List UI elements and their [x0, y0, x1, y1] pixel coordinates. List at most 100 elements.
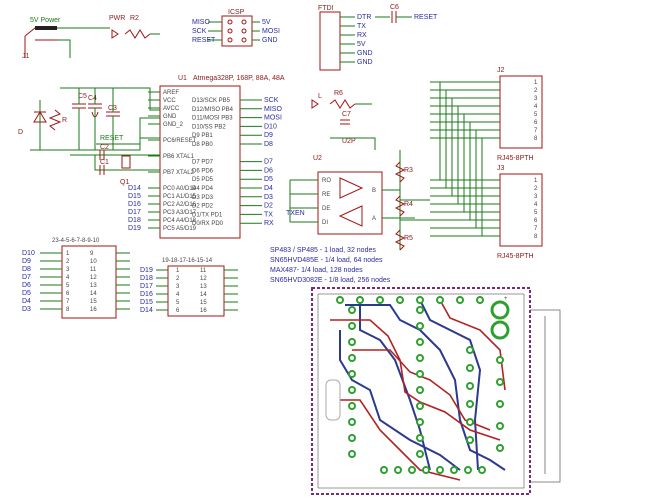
mcu-right-net: MOSI: [264, 115, 282, 122]
rj45-pin-num: 7: [534, 226, 538, 232]
pcb-pad: [422, 466, 430, 474]
pcb-pad: [416, 338, 424, 346]
mcu-left-pin: AREF: [163, 90, 179, 96]
header-a-pin-right: 13: [90, 283, 97, 289]
header-a-net: D5: [22, 290, 31, 297]
rj45-pin-num: 2: [534, 88, 538, 94]
pcb-pad: [408, 466, 416, 474]
q1-label: Q1: [120, 179, 129, 186]
mcu-left-pin: PC1 A1/D15: [163, 194, 197, 200]
pcb-pad: [466, 400, 474, 408]
mcu-right-pin: D8 PB0: [192, 142, 213, 148]
pcb-layout: +: [311, 287, 561, 495]
cap-c5: C5: [78, 93, 87, 100]
header-b-pin-right: 16: [200, 308, 207, 314]
header-a-pin-left: 2: [66, 259, 70, 265]
pcb-pad: [416, 354, 424, 362]
rs485-ro: RO: [322, 178, 331, 184]
mcu-left-pin: PC2 A2/D16: [163, 202, 197, 208]
pcb-pad: [348, 322, 356, 330]
pcb-pad: [348, 450, 356, 458]
rs485-a: A: [372, 216, 376, 222]
mcu-right-pin: D4 PD4: [192, 186, 214, 192]
pwr-led-label: PWR: [109, 15, 125, 22]
ftdi-header: FTDI DTR TX RX 5V GND GND C6 RESET: [318, 4, 438, 71]
mcu-right-pin: D5 PD5: [192, 177, 214, 183]
c6-label: C6: [390, 4, 399, 11]
header-a-pin-left: 8: [66, 307, 70, 313]
pcb-pad: [496, 444, 504, 452]
header-a-pin-right: 16: [90, 307, 97, 313]
header-b-pin-right: 13: [200, 284, 207, 290]
rj45-pin-num: 5: [534, 210, 538, 216]
mcu-right-net: SCK: [264, 97, 279, 104]
j3-name: RJ45-8PTH: [497, 253, 534, 260]
led-l-label: L: [318, 93, 322, 100]
header-a-pin-left: 5: [66, 283, 70, 289]
header-b-pin-left: 1: [176, 268, 180, 274]
note-2: SN65HVD485E - 1/4 load, 64 nodes: [270, 257, 383, 264]
rj45-pin-num: 4: [534, 104, 538, 110]
header-b-pin-left: 6: [176, 308, 180, 314]
ftdi-pin-4: 5V: [357, 41, 366, 48]
pcb-pad: [416, 306, 424, 314]
header-a-pin-left: 4: [66, 275, 70, 281]
power-label: 5V Power: [30, 17, 61, 24]
rj45-pin-num: 8: [534, 234, 538, 240]
mcu-left-pin: PC4 A4/D18: [163, 218, 197, 224]
header-b-net: D14: [140, 307, 153, 314]
diode-label: D: [18, 129, 23, 136]
mcu-left-pin: GND_2: [163, 122, 184, 128]
pcb-pad: [394, 466, 402, 474]
mcu-right-net: D4: [264, 185, 273, 192]
icsp-pin-r2: MOSI: [262, 28, 280, 35]
j2-name: RJ45-8PTH: [497, 155, 534, 162]
mcu-right-net: D6: [264, 167, 273, 174]
pcb-pad: [348, 354, 356, 362]
pcb-pad: [466, 346, 474, 354]
pcb-pad: [436, 296, 444, 304]
rj45-pin-num: 6: [534, 218, 538, 224]
rs485-transceiver: RO RE DE DI B A TXEN R3 R4 R5: [286, 150, 430, 251]
header-a-pin-left: 7: [66, 299, 70, 305]
header-a-net: D6: [22, 282, 31, 289]
header-a-net: D7: [22, 274, 31, 281]
pcb-pad: [416, 370, 424, 378]
pcb-pad: [348, 306, 356, 314]
mcu-right-net: D10: [264, 123, 277, 130]
rj45-pin-num: 1: [534, 80, 538, 86]
cap-c4: C4: [88, 95, 97, 102]
pcb-pad: [450, 466, 458, 474]
header-b-pin-right: 15: [200, 300, 207, 306]
cap-c1: C1: [100, 159, 109, 166]
mcu-right-pin: D12/MISO PB4: [192, 107, 234, 113]
mcu-right-net: D8: [264, 141, 273, 148]
pcb-pad: [496, 400, 504, 408]
pcb-pad: [376, 296, 384, 304]
ftdi-pin-2: TX: [357, 23, 366, 30]
u1-ref: U1: [178, 75, 187, 82]
header-a-pin-right: 9: [90, 251, 94, 257]
header-a-net: D10: [22, 250, 35, 257]
icsp-header: ICSP MISO SCK RESET 5V MOSI GND: [192, 9, 280, 47]
ftdi-ref: FTDI: [318, 5, 334, 12]
rs485-di: DI: [322, 220, 328, 226]
header-b-net: D18: [140, 275, 153, 282]
transceiver-notes: SP483 / SP485 - 1 load, 32 nodes SN65HVD…: [270, 247, 391, 284]
pcb-pad: [348, 402, 356, 410]
reset-label: RESET: [100, 135, 124, 142]
rs485-b: B: [372, 188, 376, 194]
mcu-right-pin: D6 PD6: [192, 168, 214, 174]
header-b-pin-left: 5: [176, 300, 180, 306]
mcu-left-net: D19: [128, 225, 141, 232]
note-3: MAX487- 1/4 load, 128 nodes: [270, 267, 363, 274]
header-b-net: D19: [140, 267, 153, 274]
mcu-left-net: D14: [128, 185, 141, 192]
pcb-pad: [416, 322, 424, 330]
icsp-pin-l2: SCK: [192, 28, 207, 35]
mcu-left-pin: PC0 A0/D14: [163, 186, 197, 192]
rj45-pin-num: 3: [534, 194, 538, 200]
